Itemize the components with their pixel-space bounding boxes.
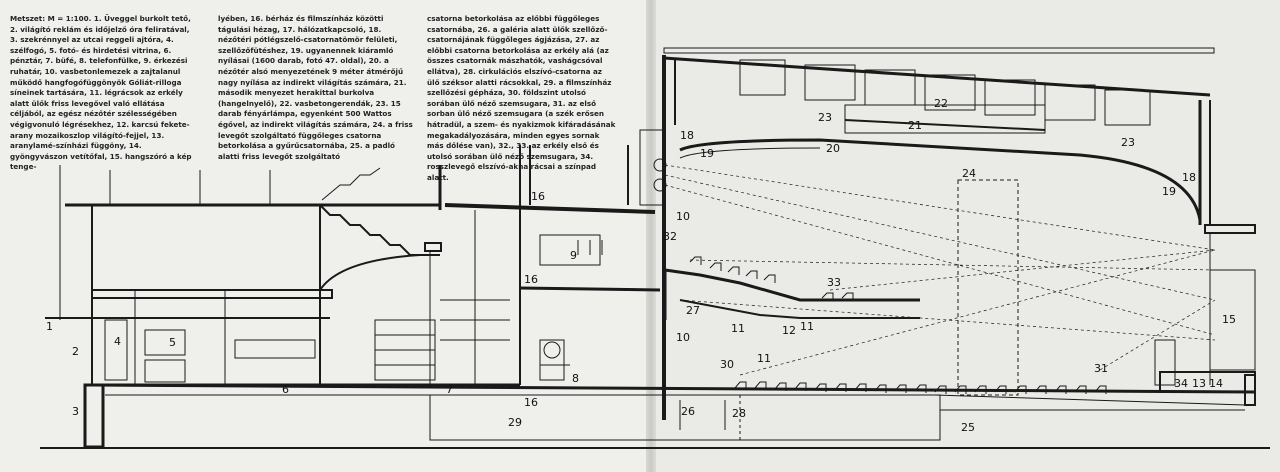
left-page [0,0,650,472]
label-18b: 18 [1182,171,1196,184]
label-16b: 16 [524,273,538,286]
label-4: 4 [114,335,121,348]
caption-column-1: Metszet: M = 1:100. 1. Üveggel burkolt t… [10,14,198,173]
label-27: 27 [686,304,700,317]
label-25: 25 [961,421,975,434]
caption-text-3: csatorna betorkolása az előbbi függőlege… [427,14,616,182]
label-3: 3 [72,405,79,418]
caption-column-3: csatorna betorkolása az előbbi függőlege… [427,14,616,184]
label-23a: 23 [818,111,832,124]
book-gutter [646,0,656,472]
label-8: 8 [572,372,579,385]
label-16a: 16 [531,190,545,203]
label-11b: 11 [800,320,814,333]
label-28: 28 [732,407,746,420]
label-11a: 11 [731,322,745,335]
label-12: 12 [782,324,796,337]
label-24: 24 [962,167,976,180]
auditorium [639,47,1256,420]
caption-text-2: lyében, 16. bérház és filmszínház között… [218,14,413,161]
label-10b: 10 [676,331,690,344]
staircase [319,167,442,291]
label-16c: 16 [524,396,538,409]
label-5: 5 [169,336,176,349]
label-20: 20 [826,142,840,155]
foyer-block [438,145,661,385]
label-21: 21 [908,119,922,132]
label-1: 1 [46,320,53,333]
label-10a: 10 [676,210,690,223]
label-9: 9 [570,249,577,262]
label-14: 14 [1209,377,1223,390]
label-29: 29 [508,416,522,429]
label-34: 34 [1174,377,1188,390]
label-30: 30 [720,358,734,371]
label-15: 15 [1222,313,1236,326]
label-31: 31 [1094,362,1108,375]
label-13: 13 [1192,377,1206,390]
label-18a: 18 [680,129,694,142]
label-26: 26 [681,405,695,418]
label-7: 7 [446,383,453,396]
label-11c: 11 [757,352,771,365]
label-6: 6 [282,383,289,396]
caption-text-1: Metszet: M = 1:100. 1. Üveggel burkolt t… [10,14,192,172]
label-32: 32 [663,230,677,243]
label-19b: 19 [1162,185,1176,198]
label-22: 22 [934,97,948,110]
label-33: 33 [827,276,841,289]
caption-column-2: lyében, 16. bérház és filmszínház között… [218,14,414,162]
label-2: 2 [72,345,79,358]
label-19a: 19 [700,147,714,160]
lobby-building [45,165,520,387]
label-23b: 23 [1121,136,1135,149]
